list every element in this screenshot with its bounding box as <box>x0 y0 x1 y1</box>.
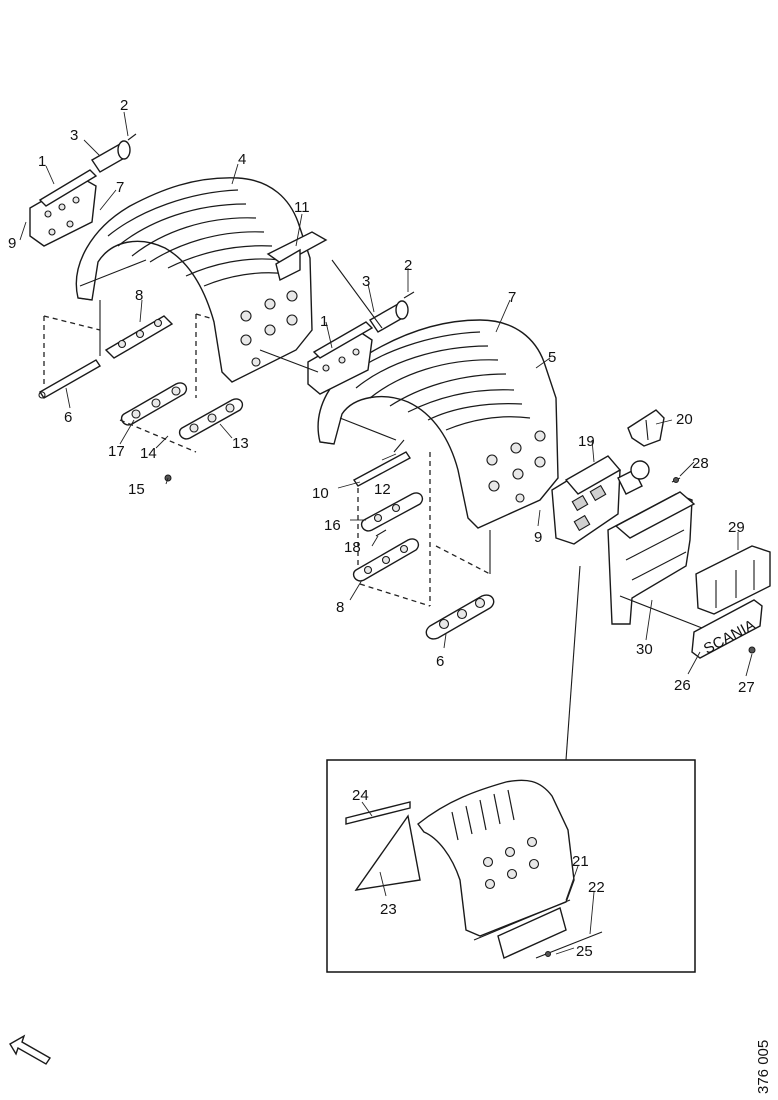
callout-9: 9 <box>8 235 16 252</box>
bracket-8-right <box>352 538 420 582</box>
screw-2-right <box>403 291 415 299</box>
callout-9b: 9 <box>534 529 542 546</box>
callout-20: 20 <box>676 411 693 428</box>
callout-4: 4 <box>238 151 246 168</box>
callout-8b: 8 <box>336 599 344 616</box>
callout-labels: 2 3 1 4 7 9 8 6 17 14 13 15 11 3 2 1 7 5… <box>8 97 755 960</box>
callout-27: 27 <box>738 679 755 696</box>
bracket-1-right <box>307 321 374 395</box>
callout-3: 3 <box>70 127 78 144</box>
callout-7: 7 <box>116 179 124 196</box>
callout-22: 22 <box>588 879 605 896</box>
callout-11: 11 <box>294 199 310 216</box>
callout-6b: 6 <box>436 653 444 670</box>
dash-left-4 <box>119 419 197 453</box>
callout-1b: 1 <box>320 313 328 330</box>
callout-19: 19 <box>578 433 595 450</box>
detail-box <box>326 759 696 973</box>
screw-25 <box>545 951 551 957</box>
screw-2-left <box>127 133 137 141</box>
flap-23 <box>354 814 421 891</box>
callout-1: 1 <box>38 153 46 170</box>
lamp-housing-30 <box>607 491 696 625</box>
callout-23: 23 <box>380 901 397 918</box>
plate-6-right <box>425 594 495 640</box>
detail-mudguard <box>417 779 575 937</box>
leader-lines <box>19 111 753 955</box>
callout-2b: 2 <box>404 257 412 274</box>
screw-27 <box>748 646 756 654</box>
callout-30: 30 <box>636 641 653 658</box>
callout-13: 13 <box>232 435 249 452</box>
lamp-29 <box>695 545 771 615</box>
pin-12 <box>393 439 405 453</box>
callout-16: 16 <box>324 517 341 534</box>
strip-21 <box>473 899 571 941</box>
callout-15: 15 <box>128 481 145 498</box>
callout-8: 8 <box>135 287 143 304</box>
plate-17 <box>120 382 188 426</box>
mudguard-left <box>75 177 313 383</box>
callout-24: 24 <box>352 787 369 804</box>
callout-25: 25 <box>576 943 593 960</box>
callout-12: 12 <box>374 481 391 498</box>
callout-29: 29 <box>728 519 745 536</box>
callout-26: 26 <box>674 677 691 694</box>
clip-20 <box>627 409 665 447</box>
callout-3b: 3 <box>362 273 370 290</box>
callout-17: 17 <box>108 443 125 460</box>
rod-6-left <box>38 359 101 399</box>
bracket-8-left <box>104 315 174 359</box>
tube-3-left <box>91 140 131 173</box>
tube-3-right <box>369 300 409 333</box>
callout-14: 14 <box>140 445 157 462</box>
bracket-1-left <box>29 169 98 247</box>
plate-21 <box>497 907 567 959</box>
callout-21: 21 <box>572 853 589 870</box>
screw-18 <box>375 529 387 537</box>
callout-7b: 7 <box>508 289 516 306</box>
front-direction-arrow-icon <box>9 1034 51 1065</box>
callout-2: 2 <box>120 97 128 114</box>
drawing-code: 376 005 <box>755 1040 772 1094</box>
plate-13 <box>178 398 244 440</box>
callout-5: 5 <box>548 349 556 366</box>
dash-left-2 <box>43 315 101 331</box>
mudguard-right <box>317 319 559 529</box>
callout-10: 10 <box>312 485 329 502</box>
bracket-19 <box>551 455 650 545</box>
rod-10 <box>352 451 412 487</box>
callout-28: 28 <box>692 455 709 472</box>
strip-24 <box>345 801 411 825</box>
plate-16 <box>360 492 424 532</box>
detail-leader <box>565 565 581 761</box>
callout-18: 18 <box>344 539 361 556</box>
callout-6: 6 <box>64 409 72 426</box>
